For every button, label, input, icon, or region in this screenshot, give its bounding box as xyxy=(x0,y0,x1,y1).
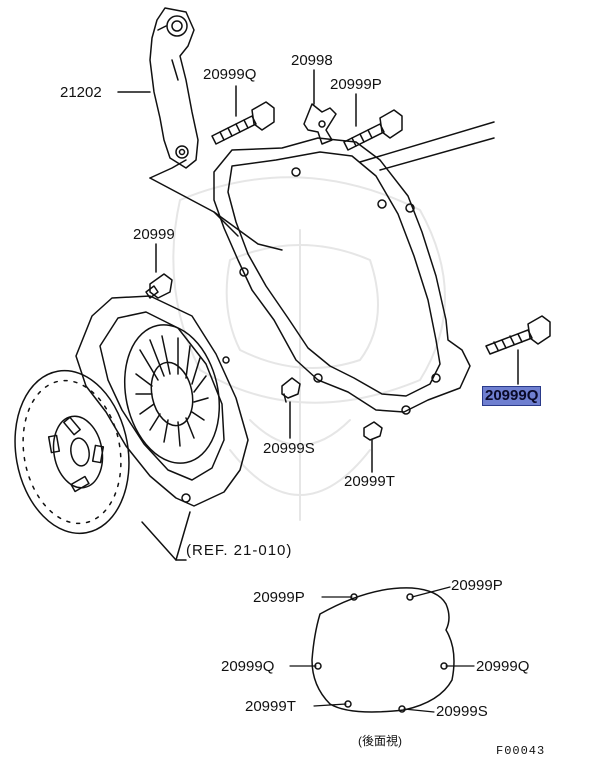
rear-label-q-right: 20999Q xyxy=(476,658,530,675)
clutch-housing xyxy=(213,137,471,415)
label-ref: (REF. 21-010) xyxy=(186,542,293,559)
bolt-20999s xyxy=(281,377,301,403)
rear-label-s-right: 20999S xyxy=(436,703,488,720)
rear-label-t-left: 20999T xyxy=(245,698,296,715)
clutch-disc xyxy=(14,369,130,535)
rear-view-caption: (後面視) xyxy=(358,734,402,748)
bolt-20999t xyxy=(363,421,383,441)
label-20999: 20999 xyxy=(133,226,175,243)
bolt-20999-small xyxy=(145,273,173,299)
label-21202: 21202 xyxy=(60,84,102,101)
rear-label-p-right: 20999P xyxy=(451,577,503,594)
figure-code: F00043 xyxy=(496,744,546,758)
bolt-20999q-right xyxy=(485,315,551,355)
rear-label-q-left: 20999Q xyxy=(221,658,275,675)
label-20999q-top: 20999Q xyxy=(203,66,257,83)
bolt-20999p-top xyxy=(343,109,403,151)
label-20999s: 20999S xyxy=(263,440,315,457)
label-20999t: 20999T xyxy=(344,473,395,490)
bolt-20999q-top xyxy=(211,101,275,145)
plate-20998 xyxy=(303,103,337,145)
watermark-emblem xyxy=(172,176,446,521)
rear-label-p-left: 20999P xyxy=(253,589,305,606)
label-20999p-top: 20999P xyxy=(330,76,382,93)
bracket-21202 xyxy=(149,7,199,169)
rear-view-outline xyxy=(311,587,455,713)
label-20998: 20998 xyxy=(291,52,333,69)
pressure-plate xyxy=(75,295,249,507)
label-20999q-highlight: 20999Q xyxy=(482,386,542,406)
